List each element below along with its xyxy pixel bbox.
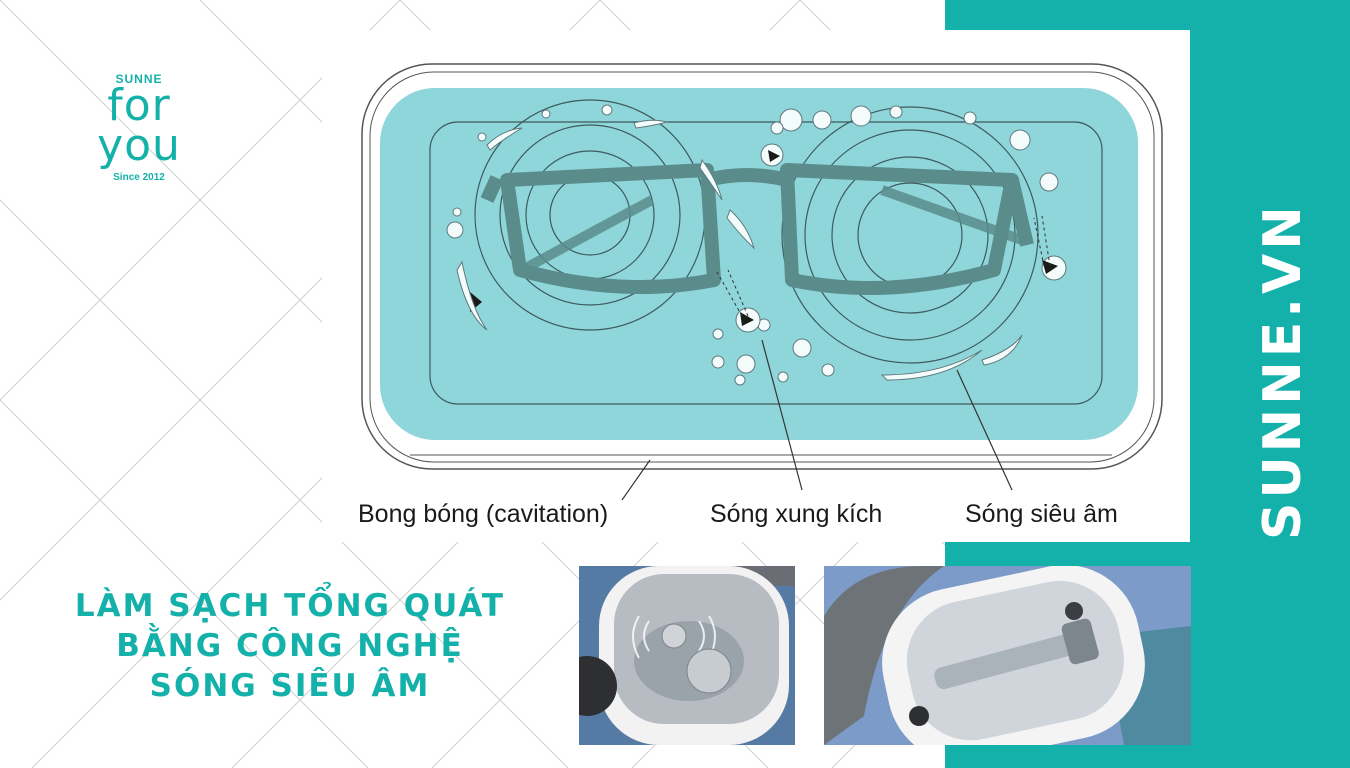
collapsing-bubbles — [456, 119, 1023, 381]
tank-inner-outline — [369, 71, 1155, 463]
sunne-logo: SUNNE for you Since 2012 — [84, 72, 194, 183]
eyeglasses — [480, 163, 1034, 295]
headline-line-3: SÓNG SIÊU ÂM — [149, 668, 431, 704]
headline-line-2: BẰNG CÔNG NGHỆ — [116, 628, 464, 664]
logo-for: for — [107, 80, 171, 131]
product-photo-razor — [824, 566, 1191, 745]
label-leader-lines — [621, 339, 1013, 501]
logo-brand: SUNNE — [115, 72, 163, 86]
tank-outer-outline — [361, 63, 1163, 470]
label-shock-wave: Sóng xung kích — [710, 500, 883, 528]
logo-you: you — [97, 120, 181, 171]
headline: LÀM SẠCH TỔNG QUÁT BẰNG CÔNG NGHỆ SÓNG S… — [40, 586, 540, 706]
product-photo-coins — [579, 566, 795, 745]
label-ultrasonic-wave: Sóng siêu âm — [965, 500, 1118, 528]
side-website-text: SUNNE.VN — [1253, 202, 1313, 540]
tank-floor-outline — [429, 121, 1103, 405]
ultrasonic-cleaning-diagram — [361, 63, 1163, 501]
headline-line-1: LÀM SẠCH TỔNG QUÁT — [74, 588, 506, 624]
logo-since: Since 2012 — [113, 172, 165, 183]
label-cavitation-bubbles: Bong bóng (cavitation) — [358, 500, 609, 528]
